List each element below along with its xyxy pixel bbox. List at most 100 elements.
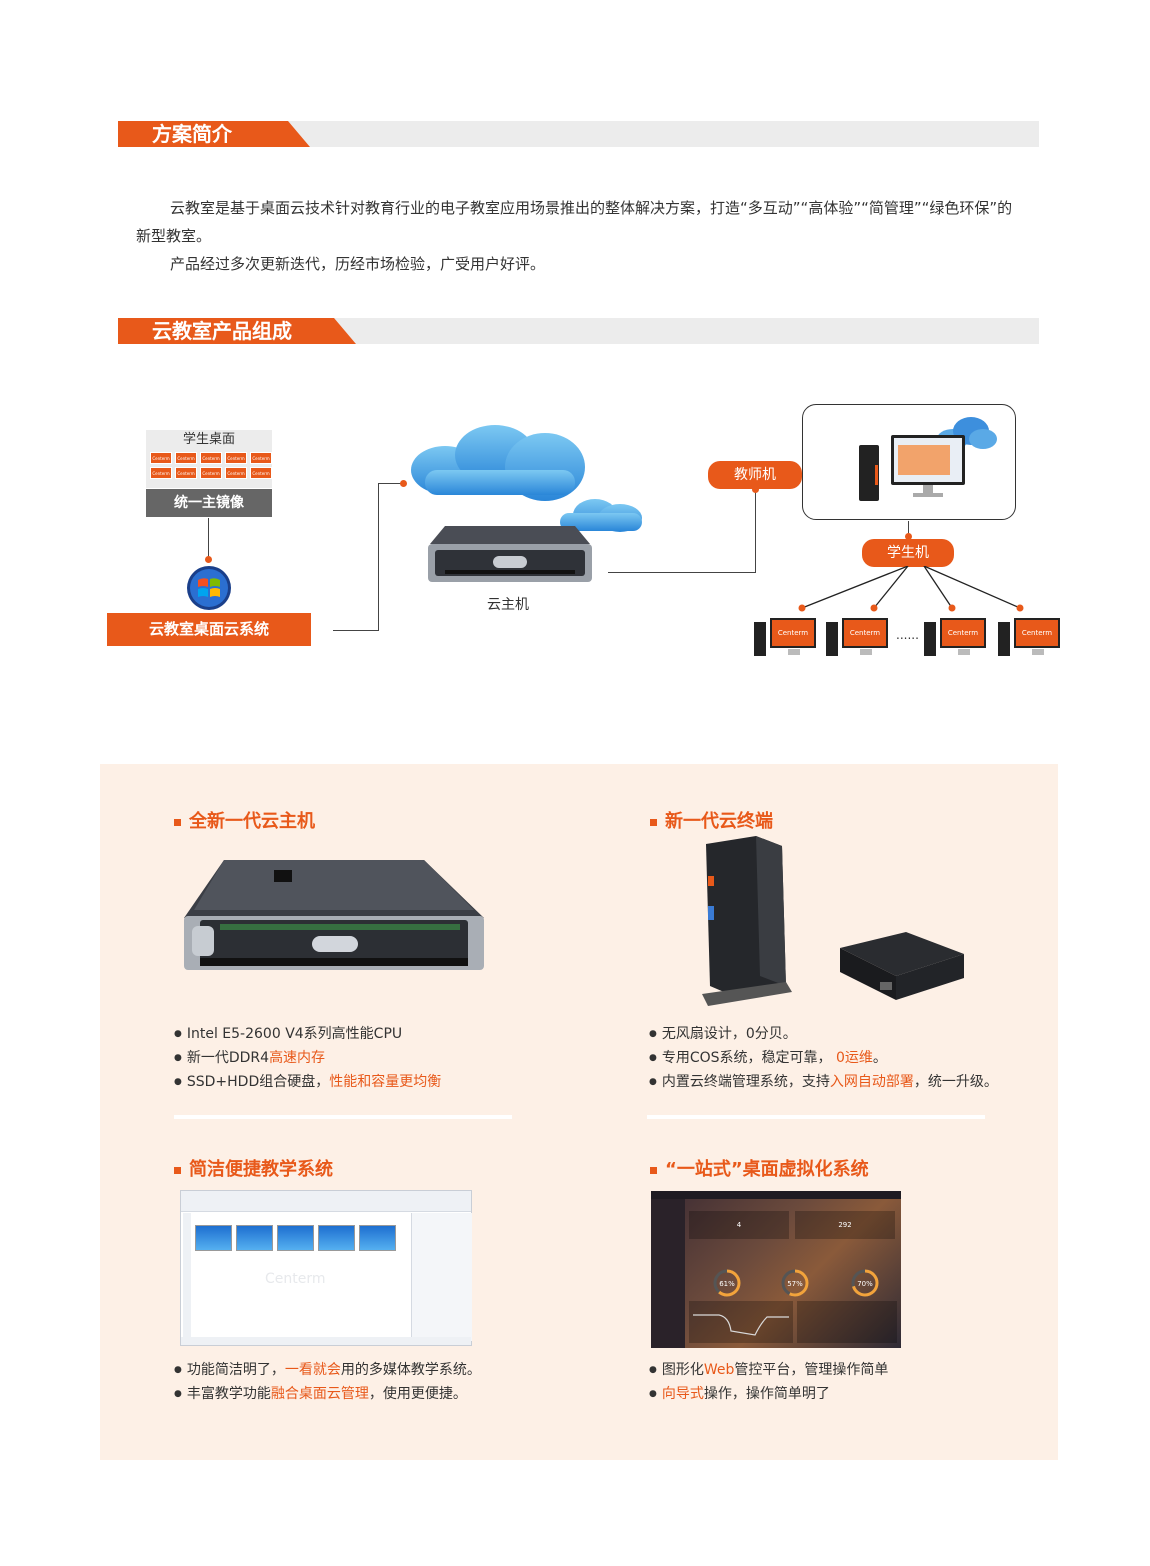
student-terminal-icon: Centerm bbox=[998, 618, 1062, 658]
gauge-ring: 57% bbox=[781, 1269, 809, 1297]
dashboard-count-2: 292 bbox=[795, 1211, 895, 1239]
desktop-tile: Centerm bbox=[250, 467, 272, 479]
dashboard-sidebar bbox=[651, 1199, 685, 1348]
desktop-tile: Centerm bbox=[225, 452, 247, 464]
student-machine-label: 学生机 bbox=[862, 539, 954, 567]
bullet-text: 操作，操作简单明了 bbox=[703, 1386, 830, 1402]
teaching-sidebar bbox=[183, 1213, 191, 1339]
bullet-item: 内置云终端管理系统，支持入网自动部署，统一升级。 bbox=[649, 1070, 998, 1094]
monitor-icon: Centerm bbox=[1014, 618, 1060, 648]
feature-title-cloud-host: 全新一代云主机 bbox=[174, 807, 315, 833]
section-title-intro: 方案简介 bbox=[118, 121, 310, 147]
desktop-thumbnail bbox=[277, 1225, 314, 1251]
feature-bullets-cloud-host: Intel E5-2600 V4系列高性能CPU 新一代DDR4高速内存SSD+H… bbox=[174, 1022, 441, 1094]
bullet-text: 管控平台，管理操作简单 bbox=[734, 1362, 889, 1378]
student-desktop-label: 学生桌面 bbox=[182, 432, 235, 447]
dashboard-list bbox=[797, 1301, 897, 1343]
student-branch-lines bbox=[798, 566, 1024, 612]
feature-bullets-virtualization: 图形化Web管控平台，管理操作简单向导式操作，操作简单明了 bbox=[649, 1358, 889, 1406]
student-terminal-icon: Centerm bbox=[754, 618, 818, 658]
bullet-text: 功能简洁明了， bbox=[186, 1362, 285, 1378]
teacher-station-box bbox=[802, 404, 1016, 520]
bullet-item: 新一代DDR4高速内存 bbox=[174, 1046, 441, 1070]
bullet-text: Intel E5-2600 V4系列高性能CPU bbox=[186, 1026, 403, 1042]
bullet-item: 无风扇设计，0分贝。 bbox=[649, 1022, 998, 1046]
intro-paragraph-1: 云教室是基于桌面云技术针对教育行业的电子教室应用场景推出的整体解决方案，打造“多… bbox=[136, 199, 1013, 245]
gauge-ring: 70% bbox=[851, 1269, 879, 1297]
teaching-right-panel bbox=[411, 1213, 472, 1341]
bullet-item: 向导式操作，操作简单明了 bbox=[649, 1382, 888, 1406]
teaching-statusbar bbox=[181, 1337, 471, 1345]
connector-line bbox=[608, 572, 756, 573]
feature-title-teaching-system: 简洁便捷教学系统 bbox=[174, 1155, 333, 1181]
connector-line bbox=[333, 630, 379, 631]
teaching-system-screenshot: Centerm bbox=[180, 1190, 472, 1346]
section-header-intro: 方案简介 bbox=[118, 121, 1039, 147]
feature-bullets-terminal: 无风扇设计，0分贝。专用COS系统，稳定可靠， 0运维。内置云终端管理系统，支持… bbox=[649, 1022, 998, 1094]
teaching-toolbar bbox=[181, 1191, 471, 1212]
bullet-item: 功能简洁明了，一看就会用的多媒体教学系统。 bbox=[174, 1358, 481, 1382]
monitor-icon: Centerm bbox=[940, 618, 986, 648]
ellipsis-label: ...... bbox=[896, 628, 919, 642]
thin-client-icon bbox=[754, 622, 766, 656]
monitor-stand bbox=[860, 649, 872, 655]
desktop-tile: Centerm bbox=[150, 467, 172, 479]
server-image bbox=[184, 860, 484, 970]
feature-title-virtualization: “一站式”桌面虚拟化系统 bbox=[650, 1155, 869, 1181]
cloud-host-label: 云主机 bbox=[487, 597, 529, 613]
divider bbox=[647, 1115, 985, 1119]
bullet-item: 图形化Web管控平台，管理操作简单 bbox=[649, 1358, 889, 1382]
connector-line bbox=[378, 483, 404, 484]
desktop-tile: Centerm bbox=[175, 467, 197, 479]
thin-client-icon bbox=[826, 622, 838, 656]
desktop-tile: Centerm bbox=[150, 452, 172, 464]
desktop-tile: Centerm bbox=[200, 467, 222, 479]
svg-text:70%: 70% bbox=[857, 1280, 873, 1288]
connector-line bbox=[908, 521, 909, 540]
monitor-icon: Centerm bbox=[770, 618, 816, 648]
monitor-screen: Centerm bbox=[772, 620, 814, 646]
student-terminal-icon: Centerm bbox=[826, 618, 890, 658]
bullet-item: 丰富教学功能融合桌面云管理，使用更便捷。 bbox=[174, 1382, 481, 1406]
bullet-item: 专用COS系统，稳定可靠， 0运维。 bbox=[649, 1046, 998, 1070]
bullet-item: SSD+HDD组合硬盘，性能和容量更均衡 bbox=[174, 1070, 441, 1094]
bullet-text: 内置云终端管理系统，支持 bbox=[661, 1074, 830, 1090]
bullet-highlight: 0运维 bbox=[836, 1050, 873, 1066]
monitor-stand bbox=[958, 649, 970, 655]
bullet-text: ，统一升级。 bbox=[913, 1074, 998, 1090]
connector-line bbox=[378, 483, 379, 631]
unified-image-label: 统一主镜像 bbox=[146, 489, 272, 517]
monitor-screen: Centerm bbox=[1016, 620, 1058, 646]
connector-line bbox=[755, 489, 756, 573]
desktop-thumbnail bbox=[318, 1225, 355, 1251]
bullet-highlight: 向导式 bbox=[661, 1386, 704, 1402]
bullet-text: 无风扇设计，0分贝。 bbox=[661, 1026, 797, 1042]
feature-bullets-teaching-system: 功能简洁明了，一看就会用的多媒体教学系统。丰富教学功能融合桌面云管理，使用更便捷… bbox=[174, 1358, 481, 1406]
bullet-text: ，使用更便捷。 bbox=[368, 1386, 467, 1402]
dashboard-line-chart bbox=[689, 1301, 793, 1343]
cloud-icon bbox=[411, 425, 642, 532]
connector-dot bbox=[905, 533, 912, 540]
teaching-thumbnails bbox=[195, 1225, 396, 1251]
virtualization-dashboard-screenshot: 4 292 61% 57% 70% bbox=[651, 1191, 901, 1348]
teacher-pc-icon bbox=[859, 435, 965, 501]
monitor-stand bbox=[788, 649, 800, 655]
desktop-tile: Centerm bbox=[175, 452, 197, 464]
desktop-thumbnail bbox=[359, 1225, 396, 1251]
thin-client-icon bbox=[998, 622, 1010, 656]
intro-paragraph-2: 产品经过多次更新迭代，历经市场检验，广受用户好评。 bbox=[170, 255, 546, 273]
teacher-machine-label: 教师机 bbox=[708, 461, 802, 489]
connector-line bbox=[208, 518, 209, 562]
teaching-watermark: Centerm bbox=[265, 1271, 326, 1287]
connector-dot bbox=[205, 556, 212, 563]
section-title-composition: 云教室产品组成 bbox=[118, 318, 356, 344]
desktop-cloud-system-label: 云教室桌面云系统 bbox=[107, 613, 311, 646]
server-icon bbox=[428, 526, 592, 582]
desktop-thumbnail bbox=[236, 1225, 273, 1251]
connector-dot bbox=[752, 486, 759, 493]
bullet-text: 图形化 bbox=[661, 1362, 704, 1378]
monitor-screen: Centerm bbox=[942, 620, 984, 646]
bullet-highlight: 入网自动部署 bbox=[829, 1074, 914, 1090]
divider bbox=[174, 1115, 512, 1119]
